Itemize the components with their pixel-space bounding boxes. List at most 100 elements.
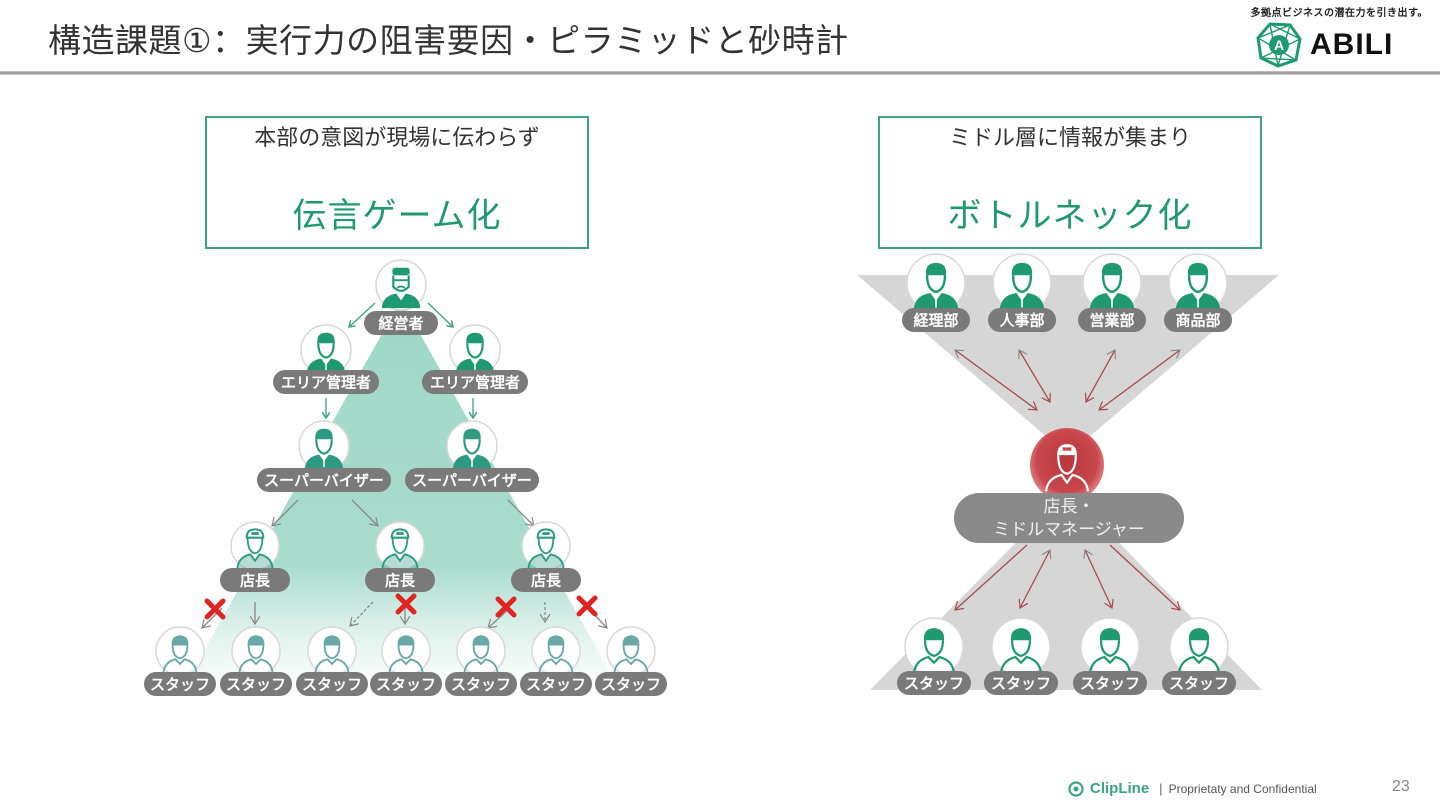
staff-node-6: [531, 626, 581, 676]
area-manager-node-1: [300, 324, 352, 376]
store-manager-3-label: 店長: [531, 572, 562, 590]
right-staff-3-label: スタッフ: [1080, 675, 1140, 693]
staff-2-pill: [220, 672, 292, 696]
manager-person-icon: [304, 428, 344, 470]
manager-person-icon: [913, 262, 959, 310]
department-2-label: 人事部: [999, 312, 1044, 330]
manager-person-icon: [1089, 262, 1135, 310]
area-manager-2-pill: [422, 370, 528, 394]
hourglass-bottom-shape: [870, 490, 1262, 690]
staff-node-5: [456, 626, 506, 676]
staff-6-label: スタッフ: [526, 676, 586, 694]
supervisor-2-pill: [405, 468, 539, 492]
department-3-pill: [1078, 308, 1146, 332]
store-manager-1-pill: [220, 568, 290, 592]
executive-person-icon: [381, 267, 421, 309]
right-staff-node-3: [1080, 617, 1140, 677]
middle-manager-label-line2: ミドルマネージャー: [993, 520, 1145, 540]
area-manager-node-2: [449, 324, 501, 376]
header-divider: [0, 71, 1440, 75]
blocked-x-icon-4: [576, 595, 598, 617]
middle-manager-label-pill: [954, 493, 1184, 543]
store-manager-2-pill: [365, 568, 435, 592]
staff-person-icon: [538, 635, 574, 674]
staff-7-label: スタッフ: [601, 676, 661, 694]
staff-person-icon: [162, 635, 198, 674]
arrow-middle-staff-4: [1109, 544, 1180, 610]
manager-person-icon: [1175, 262, 1221, 310]
arrow-dept-2-middle: [1019, 350, 1050, 402]
manager-person-icon: [999, 262, 1045, 310]
store-person-icon: [236, 528, 274, 569]
right-staff-node-4: [1169, 617, 1229, 677]
right-caption-box: ミドル層に情報が集まり ボトルネック化: [878, 116, 1262, 249]
middle-manager-label-line1: 店長・: [1044, 497, 1095, 517]
staff-2-label: スタッフ: [226, 676, 286, 694]
arrow-middle-staff-2: [1020, 550, 1050, 608]
abili-logo-icon: A: [1256, 22, 1302, 68]
executive-node: [375, 259, 427, 311]
supervisor-node-2: [446, 420, 498, 472]
staff-4-pill: [370, 672, 442, 696]
staff-person-icon: [314, 635, 350, 674]
right-caption-headline: ボトルネック化: [947, 196, 1193, 236]
footer-separator: |: [1159, 781, 1163, 796]
clipline-logo-icon: [1068, 780, 1084, 797]
confidential-notice: Proprietaty and Confidential: [1168, 781, 1317, 796]
abili-logo-text: ABILI: [1310, 28, 1394, 61]
staff-1-label: スタッフ: [150, 676, 210, 694]
store-manager-node-1: [230, 521, 280, 571]
department-4-pill: [1164, 308, 1232, 332]
pyramid-shape: [182, 300, 620, 690]
staff-node-1: [155, 626, 205, 676]
right-staff-2-pill: [984, 671, 1058, 695]
staff-node-2: [231, 626, 281, 676]
right-staff-3-pill: [1073, 671, 1147, 695]
right-staff-node-1: [904, 617, 964, 677]
staff-person-icon: [999, 628, 1043, 674]
staff-6-pill: [520, 672, 592, 696]
arrow-exec-to-area-left: [349, 302, 376, 327]
staff-1-pill: [144, 672, 216, 696]
right-staff-node-2: [991, 617, 1051, 677]
staff-5-pill: [445, 672, 517, 696]
left-caption-headline: 伝言ゲーム化: [292, 196, 502, 236]
middle-manager-node: [1030, 428, 1104, 502]
staff-person-icon: [463, 635, 499, 674]
supervisor-1-pill: [257, 468, 391, 492]
staff-person-icon: [238, 635, 274, 674]
footer: ClipLine | Proprietaty and Confidential: [1068, 780, 1317, 797]
arrow-store-to-staff-3: [350, 601, 374, 626]
store-manager-person-icon: [1045, 444, 1089, 492]
staff-3-label: スタッフ: [302, 676, 362, 694]
right-staff-4-label: スタッフ: [1169, 675, 1229, 693]
department-node-4: [1168, 253, 1228, 313]
supervisor-2-label: スーパーバイザー: [412, 472, 532, 490]
arrow-store-to-staff-5: [488, 607, 511, 628]
staff-node-7: [606, 626, 656, 676]
page-number: 23: [1392, 778, 1410, 795]
right-staff-2-label: スタッフ: [991, 675, 1051, 693]
staff-person-icon: [1177, 628, 1221, 674]
department-node-2: [992, 253, 1052, 313]
store-person-icon: [381, 528, 419, 569]
clipline-brand: ClipLine: [1090, 780, 1150, 797]
department-node-1: [906, 253, 966, 313]
staff-7-pill: [595, 672, 667, 696]
arrow-sv-to-store-1: [272, 499, 299, 526]
department-node-3: [1082, 253, 1142, 313]
left-caption-subtitle: 本部の意図が現場に伝わらず: [254, 126, 540, 151]
area-manager-1-label: エリア管理者: [281, 374, 371, 392]
department-3-label: 営業部: [1089, 312, 1134, 330]
right-staff-1-pill: [897, 671, 971, 695]
left-caption-box: 本部の意図が現場に伝わらず 伝言ゲーム化: [205, 116, 589, 249]
staff-node-3: [307, 626, 357, 676]
arrow-sv-to-store-2: [351, 499, 378, 526]
staff-node-4: [381, 626, 431, 676]
staff-3-pill: [296, 672, 368, 696]
arrow-middle-staff-3: [1085, 550, 1112, 608]
area-manager-2-label: エリア管理者: [430, 374, 520, 392]
arrow-sv-to-store-3: [507, 499, 534, 526]
arrow-exec-to-area-right: [427, 302, 453, 327]
staff-person-icon: [912, 628, 956, 674]
